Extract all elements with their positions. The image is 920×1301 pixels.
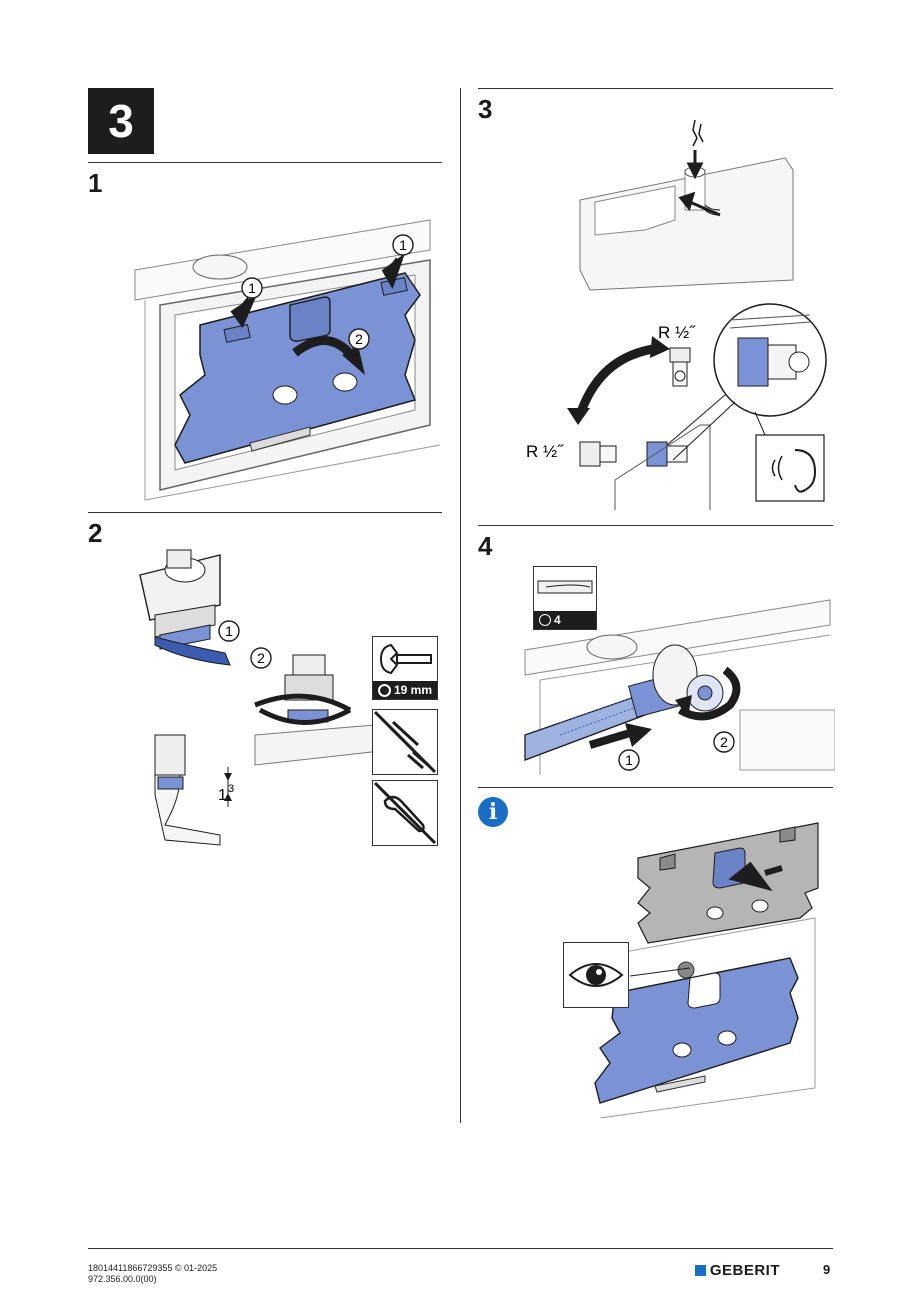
- footer-divider: [88, 1248, 833, 1249]
- slot-screw-icon: [539, 614, 551, 626]
- step-number: 2: [88, 518, 103, 548]
- blue-protection-plate: [594, 957, 799, 1104]
- info-icon: i: [478, 797, 508, 827]
- brand-square-icon: [694, 1265, 706, 1276]
- arrow-left-icon: [678, 191, 721, 217]
- swap-arrow-icon: [650, 336, 670, 358]
- document-code: 972.356.00.0(00): [88, 1274, 157, 1284]
- arrow-down-icon: [230, 293, 258, 329]
- document-id: 18014411866729355 © 01-2025: [88, 1263, 218, 1273]
- screwdriver-panel: 4: [533, 566, 597, 630]
- brand-logo: GEBERIT: [694, 1262, 780, 1279]
- step-number: 3: [478, 94, 493, 124]
- callout-1: 1: [225, 623, 233, 639]
- divider: [478, 787, 833, 788]
- callout-1: 1: [248, 280, 256, 296]
- adjustable-wrench-crossed-icon: [373, 781, 437, 845]
- hearing-panel: [755, 434, 825, 502]
- callout-1: 1: [399, 237, 407, 253]
- flat-screwdriver-icon: [537, 580, 593, 594]
- page-number: 9: [823, 1262, 831, 1277]
- wrench-icon: [379, 643, 432, 675]
- no-adjustable-wrench-panel: [372, 780, 438, 846]
- chapter-number-box: 3: [88, 88, 154, 154]
- screwdriver-size-label: 4: [534, 611, 596, 629]
- callout-2: 2: [720, 734, 728, 750]
- hex-nut-icon: [377, 683, 391, 697]
- step4-illustration: 1 2: [524, 599, 835, 775]
- column-divider: [460, 88, 461, 1123]
- push-arrow-icon: [625, 723, 652, 747]
- sound-waves-icon: [771, 455, 783, 481]
- step3-bottom-illustration: R ½˝ R ½˝: [526, 303, 827, 510]
- callout-2: 2: [257, 650, 265, 666]
- rotate-arrow-icon: [675, 695, 692, 717]
- callout-2: 2: [355, 331, 363, 347]
- callout-1: 1: [625, 752, 633, 768]
- divider: [478, 88, 833, 89]
- pliers-crossed-icon: [373, 710, 437, 774]
- divider: [88, 512, 442, 513]
- eye-icon: [568, 963, 624, 987]
- step1-illustration: 1 1 2: [134, 219, 441, 501]
- step3-top-illustration: [579, 120, 794, 291]
- step-number: 4: [478, 531, 493, 561]
- eye-panel: [563, 942, 629, 1008]
- ear-icon: [794, 449, 817, 493]
- wrench-panel: 19 mm: [372, 636, 438, 700]
- no-pliers-panel: [372, 709, 438, 775]
- thread-label-top: R ½˝: [658, 323, 696, 342]
- arrow-down-icon: [381, 253, 406, 289]
- measurement-superscript: 3: [228, 783, 234, 795]
- divider: [88, 162, 442, 163]
- divider: [478, 525, 833, 526]
- step-number: 1: [88, 168, 103, 198]
- wrench-size-label: 19 mm: [373, 681, 437, 699]
- measurement-label: 1: [218, 787, 227, 804]
- thread-label-left: R ½˝: [526, 442, 564, 461]
- arrow-left-icon: [728, 861, 783, 892]
- info-illustration: [589, 822, 819, 1118]
- arrow-down-icon: [686, 150, 704, 180]
- rotate-arrow-icon: [342, 345, 365, 375]
